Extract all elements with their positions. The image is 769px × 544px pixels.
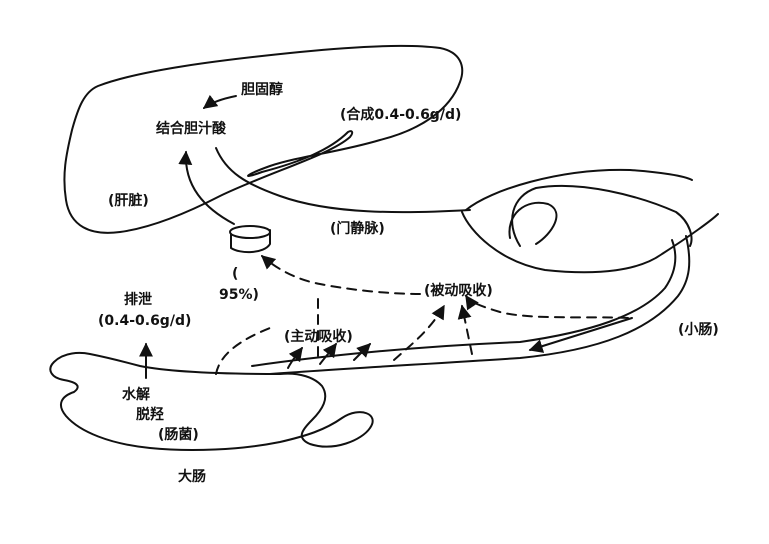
- arrow-active-3: [353, 343, 371, 361]
- label-conjugated-bile-acid: 结合胆汁酸: [156, 121, 226, 137]
- label-bacteria: (肠菌): [158, 427, 199, 443]
- label-small-intestine: (小肠): [678, 322, 719, 338]
- duodenum-loop: [511, 184, 693, 247]
- arrow-active-1: [287, 346, 303, 369]
- dashed-from-small-intestine: [465, 294, 629, 319]
- small-intestine-upper: [251, 239, 677, 367]
- label-excretion-title: 排泄: [124, 292, 152, 308]
- arrow-gallbladder-to-bile-acid: [178, 150, 235, 225]
- label-dehydroxylation: 脱羟: [136, 407, 164, 423]
- label-passive-absorption: (被动吸收): [424, 283, 493, 299]
- arrow-active-2: [319, 342, 337, 365]
- label-portal-vein: (门静脉): [330, 221, 385, 237]
- bile-duct: [215, 147, 471, 214]
- label-recycle-percent: 95%): [219, 287, 259, 303]
- dashed-passive-up: [457, 304, 473, 355]
- label-excretion-amount: (0.4-0.6g/d): [98, 313, 192, 329]
- label-hydrolysis: 水解: [122, 387, 150, 403]
- duodenum-inner: [461, 211, 719, 274]
- label-large-intestine: 大肠: [178, 469, 206, 485]
- arrow-cholesterol-to-bile-acid: [202, 94, 237, 109]
- label-liver: (肝脏): [108, 193, 149, 209]
- gallbladder: [229, 225, 271, 254]
- arrow-in-small-intestine: [528, 317, 633, 353]
- dashed-large-intestine-up: [215, 327, 271, 375]
- duodenum-outer: [465, 168, 693, 211]
- dashed-portal-return: [260, 255, 421, 295]
- liver-outline: [63, 44, 464, 234]
- dashed-passive-diagonal: [393, 304, 445, 361]
- label-recycle-paren: (: [232, 266, 239, 282]
- label-active-absorption: (主动吸收): [284, 329, 353, 345]
- label-synthesis: (合成0.4-0.6g/d): [340, 107, 462, 123]
- small-intestine-lower: [269, 235, 691, 375]
- large-intestine-outline: [49, 352, 374, 451]
- label-cholesterol: 胆固醇: [241, 82, 283, 98]
- duodenum-loop-inner: [508, 201, 558, 245]
